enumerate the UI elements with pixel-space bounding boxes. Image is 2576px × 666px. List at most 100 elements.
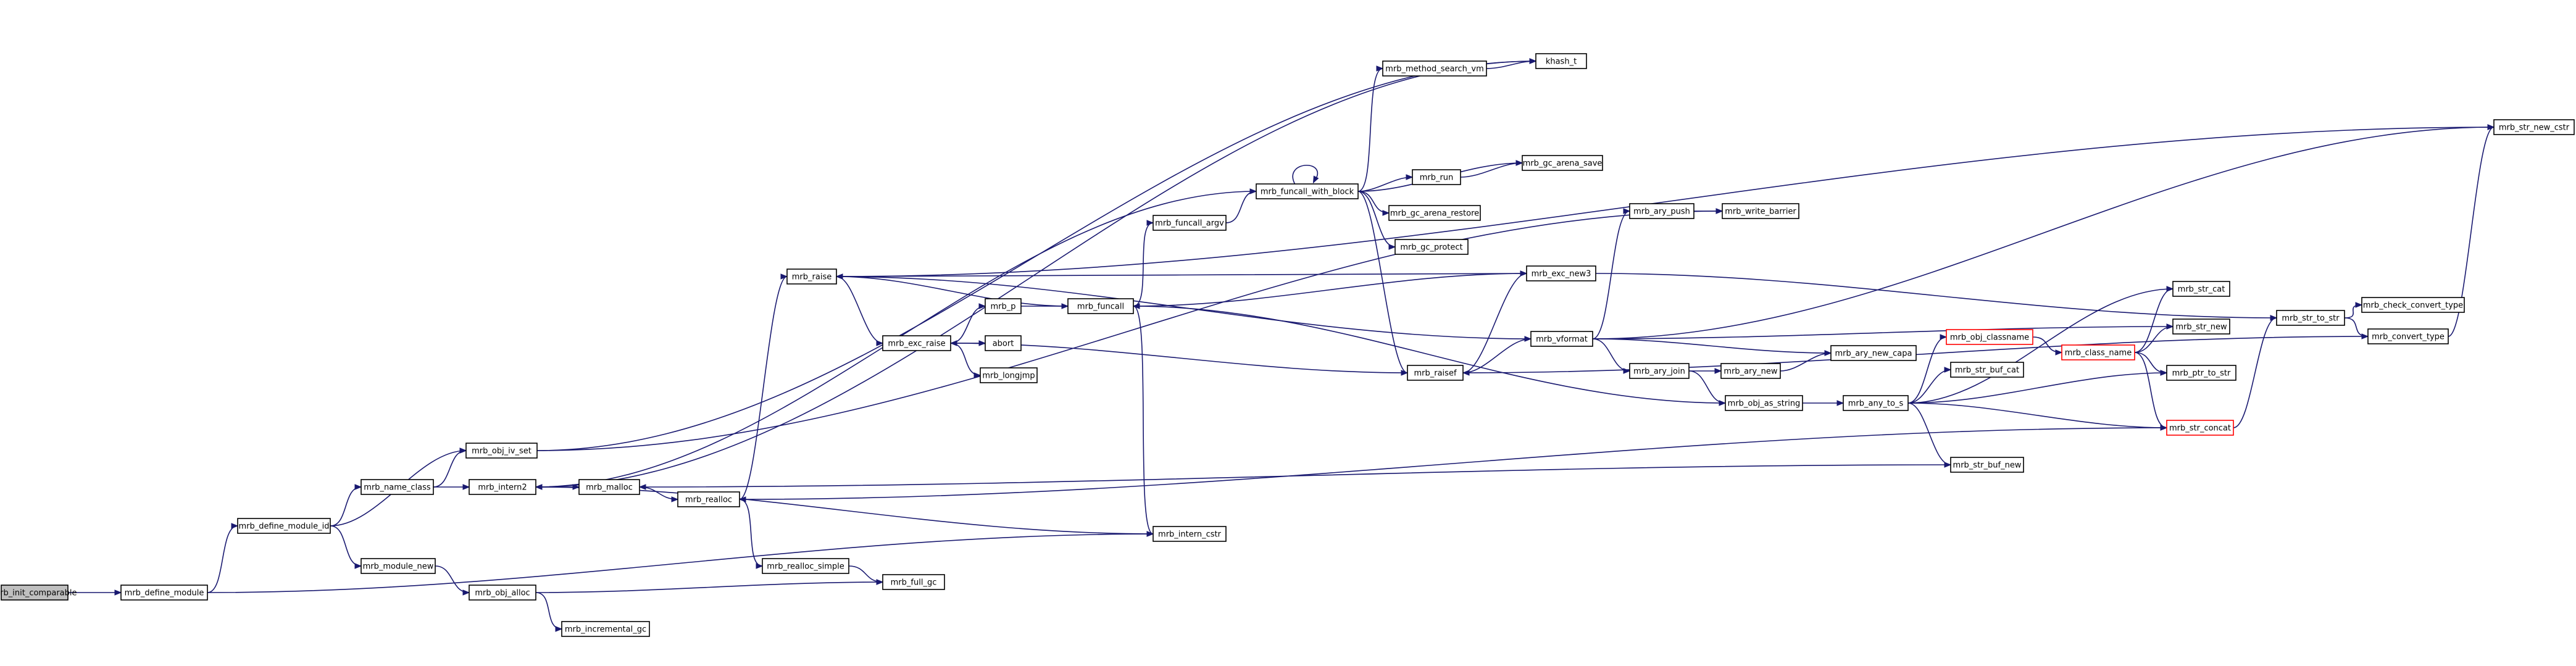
node-mrb_str_buf_new[interactable]: mrb_str_buf_new <box>1950 457 2024 473</box>
node-label: mrb_incremental_gc <box>565 625 646 635</box>
node-box <box>1830 345 1917 361</box>
edge-mrb_obj_as_string-to-mrb_any_to_s <box>1803 400 1844 406</box>
node-mrb_str_new[interactable]: mrb_str_new <box>2172 318 2230 335</box>
node-mrb_run[interactable]: mrb_run <box>1412 169 1461 185</box>
node-mrb_exc_new3[interactable]: mrb_exc_new3 <box>1526 265 1596 281</box>
edge-arrowhead <box>459 447 467 454</box>
node-box <box>1725 395 1803 411</box>
node-label: mrb_obj_classname <box>1950 333 2029 343</box>
node-mrb_realloc_simple[interactable]: mrb_realloc_simple <box>762 558 849 574</box>
edge-line <box>1592 127 2495 339</box>
node-label: mrb_check_convert_type <box>2363 301 2463 310</box>
node-mrb_full_gc[interactable]: mrb_full_gc <box>882 574 945 590</box>
node-box <box>1950 362 2024 378</box>
node-mrb_name_class[interactable]: mrb_name_class <box>361 479 434 495</box>
node-label: mrb_obj_alloc <box>475 589 530 598</box>
node-mrb_init_comparable[interactable]: mrb_init_comparable <box>0 585 77 601</box>
node-mrb_incremental_gc[interactable]: mrb_incremental_gc <box>561 621 650 637</box>
node-mrb_realloc[interactable]: mrb_realloc <box>677 491 740 507</box>
node-mrb_ary_join[interactable]: mrb_ary_join <box>1629 363 1690 379</box>
node-label: mrb_intern2 <box>478 483 527 493</box>
node-mrb_convert_type[interactable]: mrb_convert_type <box>2367 328 2449 344</box>
node-mrb_ary_new[interactable]: mrb_ary_new <box>1720 363 1781 379</box>
node-box <box>2361 297 2465 313</box>
node-mrb_define_module[interactable]: mrb_define_module <box>120 585 208 601</box>
node-mrb_str_new_cstr[interactable]: mrb_str_new_cstr <box>2493 119 2575 135</box>
node-mrb_vformat[interactable]: mrb_vformat <box>1530 331 1593 347</box>
node-label: mrb_str_concat <box>2169 424 2231 433</box>
node-mrb_exc_raise[interactable]: mrb_exc_raise <box>882 335 951 351</box>
node-mrb_gc_arena_save[interactable]: mrb_gc_arena_save <box>1522 155 1603 171</box>
node-box <box>1535 53 1587 69</box>
node-mrb_raisef[interactable]: mrb_raisef <box>1407 365 1464 381</box>
node-mrb_malloc[interactable]: mrb_malloc <box>578 479 640 495</box>
node-label: mrb_funcall_argv <box>1155 219 1224 228</box>
edge-arrowhead <box>780 273 788 280</box>
edge-line <box>1688 370 1726 404</box>
edge-line <box>2134 352 2167 428</box>
node-mrb_intern_cstr[interactable]: mrb_intern_cstr <box>1153 526 1227 542</box>
node-box <box>1412 169 1461 185</box>
node-box <box>1530 331 1593 347</box>
node-mrb_intern2[interactable]: mrb_intern2 <box>469 479 536 495</box>
node-mrb_define_module_id[interactable]: mrb_define_module_id <box>237 518 331 534</box>
edge-line <box>2448 127 2495 337</box>
node-mrb_obj_iv_set[interactable]: mrb_obj_iv_set <box>465 443 538 459</box>
node-mrb_class_name[interactable]: mrb_class_name <box>2061 344 2135 360</box>
node-label: mrb_obj_as_string <box>1728 399 1801 409</box>
edge-mrb_ary_push-to-mrb_write_barrier <box>1693 208 1724 214</box>
node-mrb_write_barrier[interactable]: mrb_write_barrier <box>1722 203 1799 219</box>
node-box <box>677 491 740 507</box>
node-mrb_obj_classname[interactable]: mrb_obj_classname <box>1946 329 2033 345</box>
edge-line <box>2134 326 2174 353</box>
node-mrb_ary_new_capa[interactable]: mrb_ary_new_capa <box>1830 345 1917 361</box>
node-mrb_any_to_s[interactable]: mrb_any_to_s <box>1843 395 1909 411</box>
node-mrb_gc_protect[interactable]: mrb_gc_protect <box>1394 239 1469 255</box>
node-label: mrb_str_cat <box>2178 285 2225 294</box>
edge-mrb_str_to_str-to-mrb_convert_type <box>2344 317 2369 339</box>
node-khash_t[interactable]: khash_t <box>1535 53 1587 69</box>
edge-mrb_any_to_s-to-mrb_obj_classname <box>1907 334 1948 404</box>
node-mrb_funcall_with_block[interactable]: mrb_funcall_with_block <box>1256 183 1359 199</box>
edge-line <box>739 276 788 500</box>
node-mrb_gc_arena_restore[interactable]: mrb_gc_arena_restore <box>1388 205 1481 221</box>
node-mrb_raise[interactable]: mrb_raise <box>786 268 837 285</box>
node-mrb_ary_push[interactable]: mrb_ary_push <box>1629 203 1694 219</box>
node-mrb_longjmp[interactable]: mrb_longjmp <box>980 367 1038 383</box>
edge-line <box>330 525 362 567</box>
edge-line <box>1133 222 1154 307</box>
node-mrb_check_convert_type[interactable]: mrb_check_convert_type <box>2361 297 2465 313</box>
edge-line <box>950 306 986 344</box>
node-mrb_method_search_vm[interactable]: mrb_method_search_vm <box>1382 60 1487 77</box>
node-box <box>985 298 1022 314</box>
edge-mrb_raise-to-mrb_str_new_cstr <box>836 124 2495 277</box>
edge-line <box>330 486 362 527</box>
node-mrb_obj_alloc[interactable]: mrb_obj_alloc <box>469 585 536 601</box>
node-abort[interactable]: abort <box>985 335 1022 351</box>
node-mrb_module_new[interactable]: mrb_module_new <box>361 558 436 574</box>
edge-mrb_vformat-to-mrb_str_new <box>1592 323 2174 339</box>
node-label: mrb_ary_push <box>1633 207 1690 217</box>
edge-arrowhead <box>1406 174 1414 180</box>
node-mrb_funcall_argv[interactable]: mrb_funcall_argv <box>1153 215 1227 231</box>
node-box <box>1843 395 1909 411</box>
node-mrb_str_concat[interactable]: mrb_str_concat <box>2166 420 2234 436</box>
node-mrb_str_cat[interactable]: mrb_str_cat <box>2172 281 2230 297</box>
edge-mrb_ary_join-to-mrb_obj_as_string <box>1688 370 1727 406</box>
node-box <box>1950 457 2024 473</box>
node-label: mrb_ary_join <box>1633 367 1685 377</box>
node-mrb_ptr_to_str[interactable]: mrb_ptr_to_str <box>2166 365 2236 381</box>
edge-mrb_any_to_s-to-mrb_ptr_to_str <box>1907 370 2168 404</box>
node-label: mrb_obj_iv_set <box>472 447 531 456</box>
node-mrb_str_buf_cat[interactable]: mrb_str_buf_cat <box>1950 362 2024 378</box>
node-mrb_obj_as_string[interactable]: mrb_obj_as_string <box>1725 395 1803 411</box>
edge-mrb_any_to_s-to-mrb_str_concat <box>1907 402 2168 431</box>
node-box <box>1153 215 1227 231</box>
edge-arrowhead <box>1146 220 1154 226</box>
node-mrb_funcall[interactable]: mrb_funcall <box>1067 298 1134 314</box>
node-label: mrb_gc_arena_restore <box>1390 209 1479 219</box>
node-mrb_p[interactable]: mrb_p <box>985 298 1022 314</box>
node-mrb_str_to_str[interactable]: mrb_str_to_str <box>2276 310 2345 326</box>
nodes-layer: mrb_init_comparable mrb_define_module mrb_… <box>0 53 2575 637</box>
